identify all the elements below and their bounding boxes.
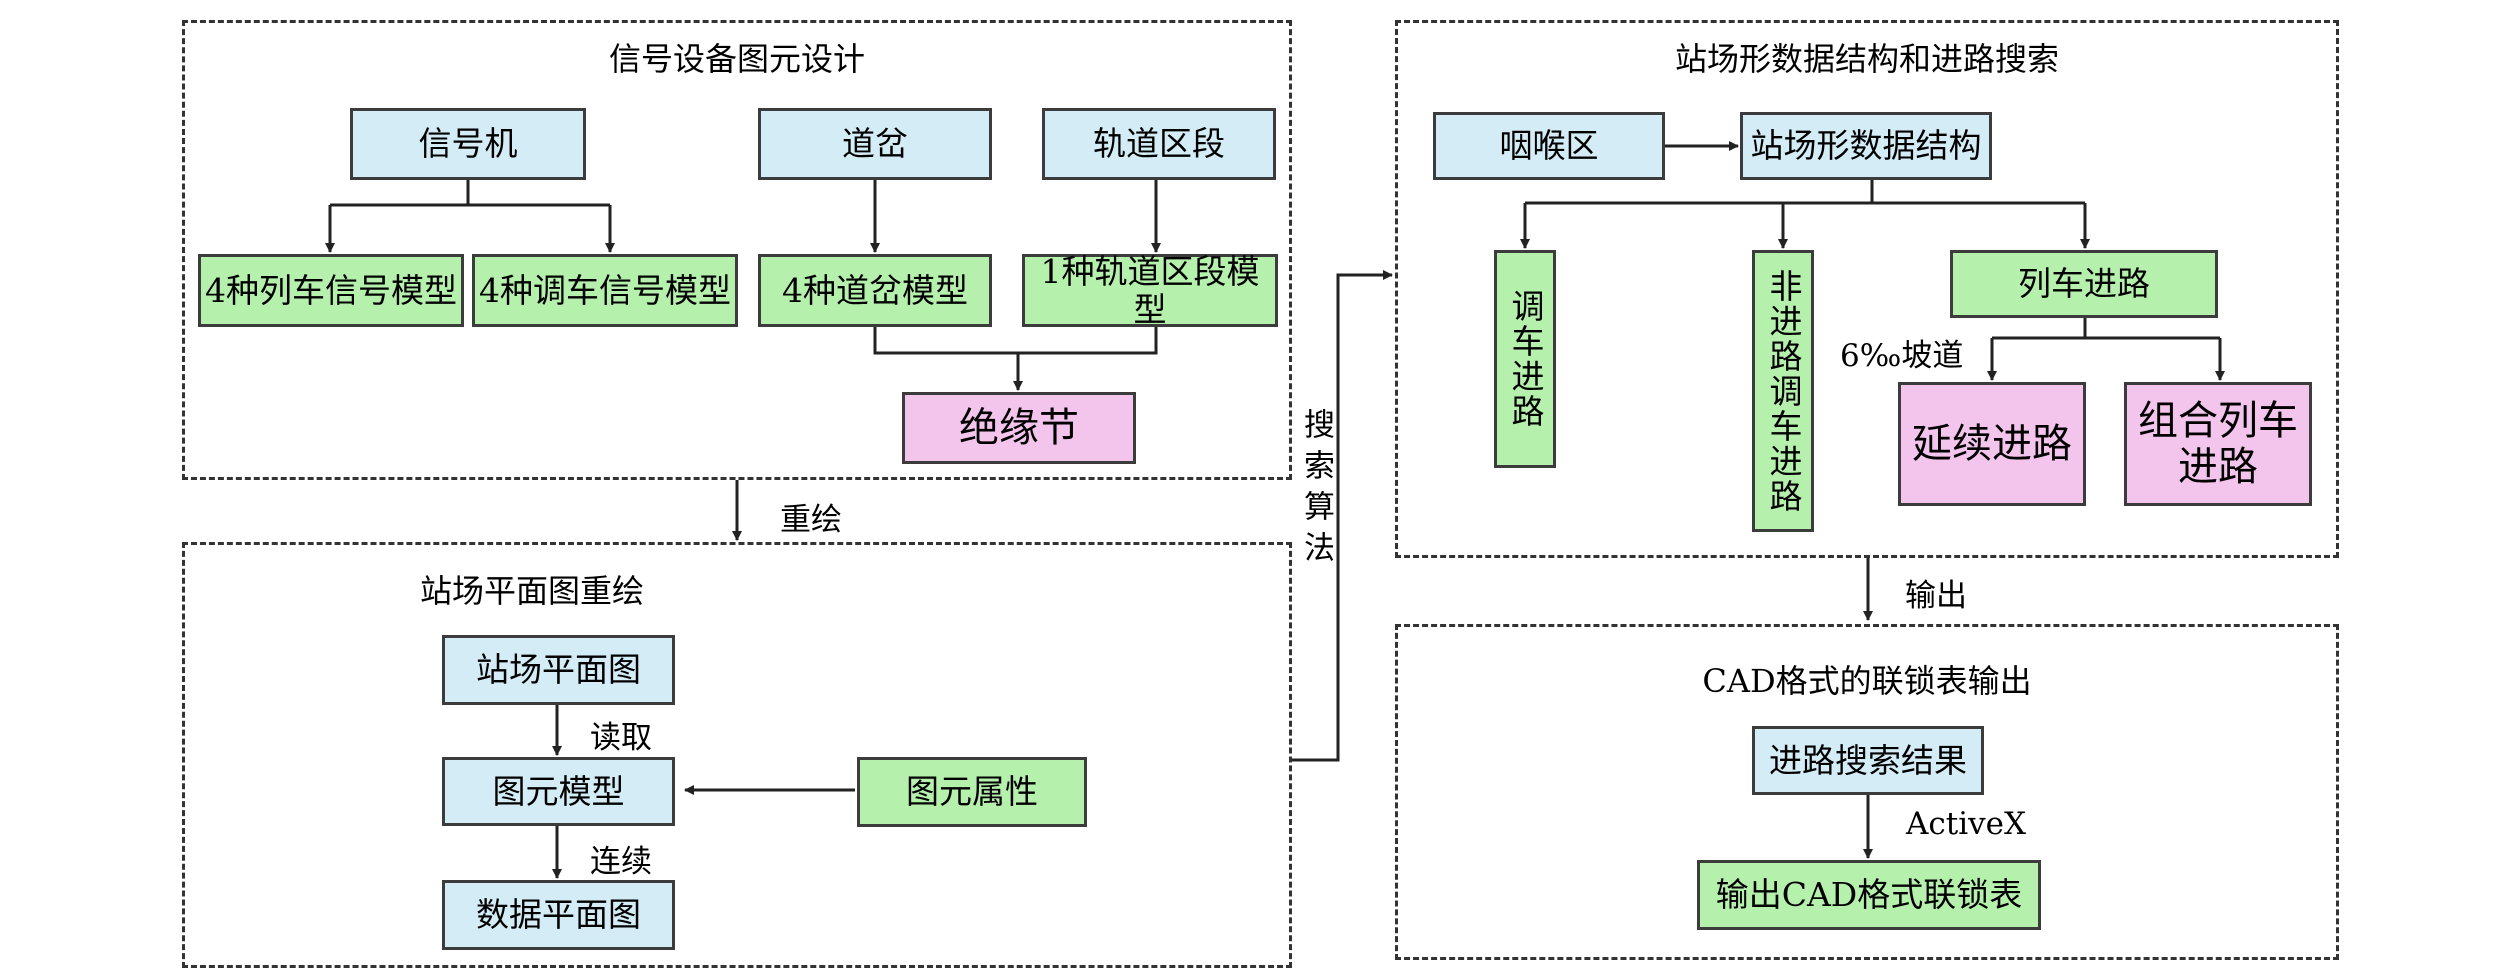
data-plan-box: 数据平面图 bbox=[442, 880, 675, 950]
station-structure-title: 站场形数据结构和进路搜索 bbox=[1674, 40, 2060, 78]
shunting-route-box: 调车进路 bbox=[1494, 250, 1556, 468]
train-route-box: 列车进路 bbox=[1950, 250, 2218, 318]
search-algorithm-arrow bbox=[1290, 270, 1393, 762]
station-plan-box: 站场平面图 bbox=[442, 635, 675, 705]
station-redraw-title: 站场平面图重绘 bbox=[419, 572, 645, 610]
search-algorithm-label: 搜索算法 bbox=[1298, 408, 1334, 572]
track-section-model-box: 1种轨道区段模型 bbox=[1022, 252, 1278, 328]
route-search-result-box: 进路搜索结果 bbox=[1752, 726, 1984, 795]
structure-branch bbox=[1525, 180, 2085, 205]
throat-box: 咽喉区 bbox=[1433, 112, 1665, 180]
output-cad-table-box: 输出CAD格式联锁表 bbox=[1697, 860, 2041, 930]
read-label: 读取 bbox=[590, 720, 652, 756]
signal-design-title: 信号设备图元设计 bbox=[608, 40, 866, 78]
turnout-models-box: 4种道岔模型 bbox=[758, 254, 992, 327]
cad-output-panel bbox=[1395, 624, 2339, 960]
shunt-signal-models-box: 4种调车信号模型 bbox=[472, 254, 738, 327]
insulation-joint-connector bbox=[873, 327, 1158, 355]
non-route-shunting-box: 非进路调车进路 bbox=[1752, 250, 1814, 532]
slope-label: 6‰坡道 bbox=[1840, 338, 1964, 374]
continue-label: 连续 bbox=[590, 844, 652, 880]
station-structure-box: 站场形数据结构 bbox=[1740, 112, 1992, 180]
train-route-branch bbox=[1992, 318, 2220, 340]
insulation-joint-box: 绝缘节 bbox=[902, 392, 1136, 464]
output-label: 输出 bbox=[1905, 578, 1967, 614]
station-structure-panel bbox=[1395, 20, 2339, 558]
element-attributes-box: 图元属性 bbox=[857, 757, 1087, 827]
signal-machine-connector bbox=[330, 180, 610, 207]
redraw-label: 重绘 bbox=[780, 502, 842, 538]
signal-design-panel bbox=[182, 20, 1292, 480]
cad-output-title: CAD格式的联锁表输出 bbox=[1702, 662, 2032, 700]
combined-route-box: 组合列车进路 bbox=[2124, 382, 2312, 506]
station-redraw-panel bbox=[182, 542, 1292, 968]
extended-route-box: 延续进路 bbox=[1898, 382, 2086, 506]
activex-label: ActiveX bbox=[1906, 806, 2027, 842]
track-section-box: 轨道区段 bbox=[1042, 108, 1276, 180]
train-signal-models-box: 4种列车信号模型 bbox=[198, 254, 464, 327]
turnout-box: 道岔 bbox=[758, 108, 992, 180]
element-model-box: 图元模型 bbox=[442, 757, 675, 826]
signal-machine-box: 信号机 bbox=[350, 108, 586, 180]
